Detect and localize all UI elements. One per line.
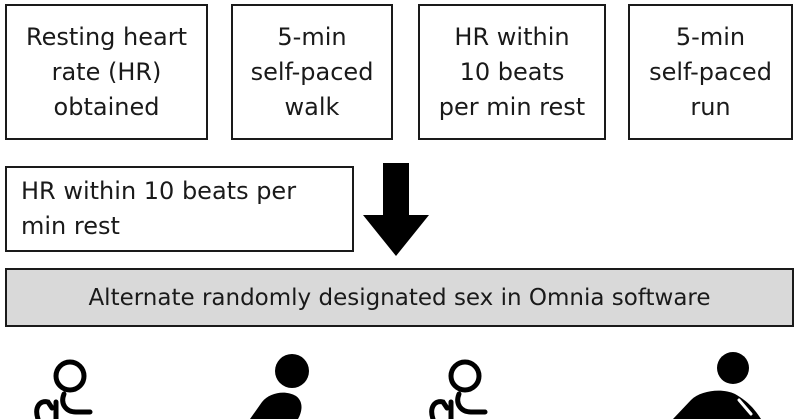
banner-label: Alternate randomly designated sex in Omn… [88,284,711,311]
step-label-hr-within-rest: HR within 10 beats per min rest [438,22,586,121]
step-box-self-paced-walk: 5-min self-paced walk [231,4,393,140]
alternate-sex-banner: Alternate randomly designated sex in Omn… [5,268,794,327]
running-figure-icon [250,354,309,419]
step-label-self-paced-walk: 5-min self-paced walk [250,22,374,121]
step-box-self-paced-run: 5-min self-paced run [628,4,793,140]
step-box-hr-within-rest-second: HR within 10 beats per min rest [5,166,354,252]
step-label-hr-within-rest-second: HR within 10 beats per min rest [21,177,297,240]
step-box-hr-within-rest: HR within 10 beats per min rest [418,4,606,140]
wheelchair-figure-outline-icon [34,359,93,419]
step-box-resting-hr: Resting heart rate (HR) obtained [5,4,208,140]
wheelchair-figure-outline-icon [429,359,488,419]
down-arrow-icon [363,163,429,256]
step-label-resting-hr: Resting heart rate (HR) obtained [26,22,187,121]
running-figure-icon [673,352,761,419]
step-label-self-paced-run: 5-min self-paced run [649,22,772,121]
